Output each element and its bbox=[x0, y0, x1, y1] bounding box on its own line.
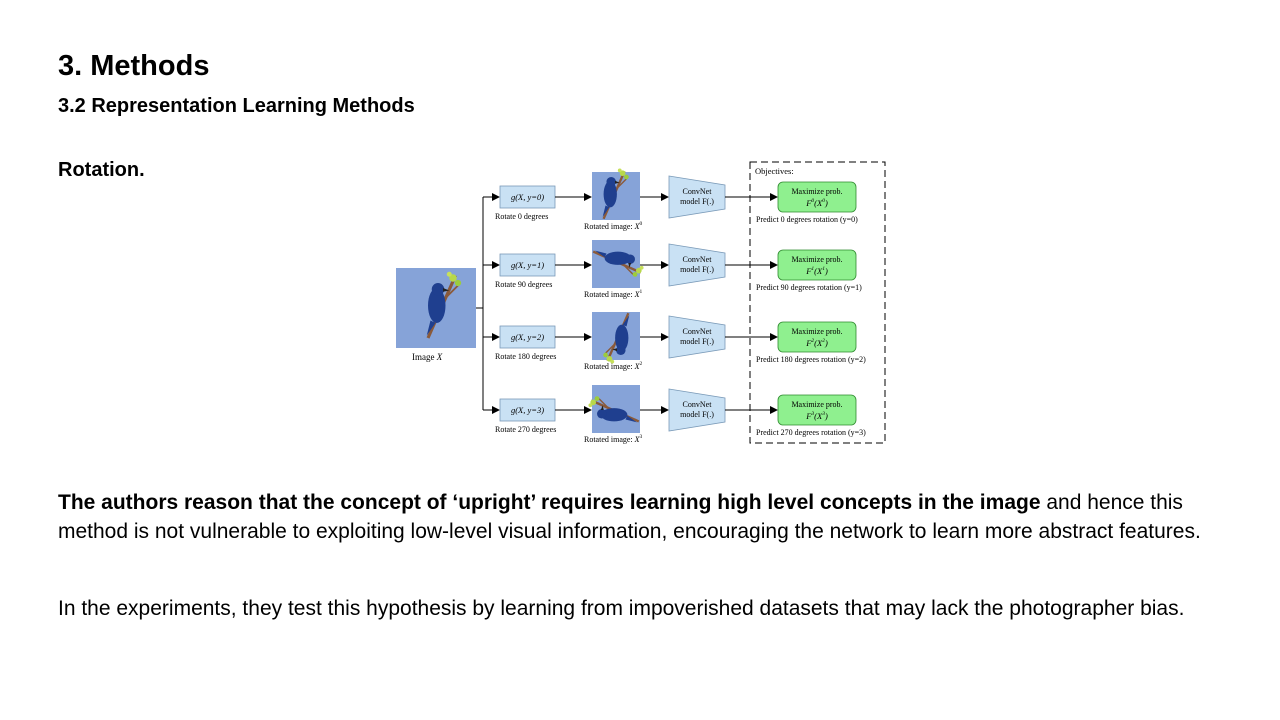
paragraph-1-rest: and hence this method is not vulnerable … bbox=[58, 491, 1201, 543]
convnet-model bbox=[668, 175, 726, 219]
transform-label: g(X, y=1) bbox=[511, 260, 544, 270]
paragraph-1-bold: The authors reason that the concept of ‘… bbox=[58, 491, 1041, 514]
objective-box bbox=[777, 181, 857, 213]
convnet-sublabel: model F(.) bbox=[680, 265, 714, 274]
probability-label: F0(X0) bbox=[805, 198, 828, 208]
rotated-image-label: Rotated image: X3 bbox=[584, 434, 643, 444]
maximize-label: Maximize prob. bbox=[791, 400, 842, 409]
convnet-sublabel: model F(.) bbox=[680, 197, 714, 206]
convnet-label: ConvNet bbox=[683, 255, 713, 264]
input-image-label: Image X bbox=[412, 352, 443, 362]
transform-label: g(X, y=3) bbox=[511, 405, 544, 415]
maximize-label: Maximize prob. bbox=[791, 255, 842, 264]
predict-label: Predict 270 degrees rotation (y=3) bbox=[756, 428, 866, 437]
rotate-label: Rotate 180 degrees bbox=[495, 352, 556, 361]
probability-label: F3(X3) bbox=[805, 411, 828, 421]
convnet-model bbox=[668, 388, 726, 432]
objective-box bbox=[777, 394, 857, 426]
convnet-sublabel: model F(.) bbox=[680, 337, 714, 346]
input-image bbox=[396, 268, 476, 348]
convnet-label: ConvNet bbox=[683, 400, 713, 409]
paragraph-1: The authors reason that the concept of ‘… bbox=[58, 489, 1228, 546]
rotate-label: Rotate 270 degrees bbox=[495, 425, 556, 434]
predict-label: Predict 90 degrees rotation (y=1) bbox=[756, 283, 862, 292]
maximize-label: Maximize prob. bbox=[791, 327, 842, 336]
objectives-box bbox=[749, 161, 886, 444]
predict-label: Predict 180 degrees rotation (y=2) bbox=[756, 355, 866, 364]
transform-label: g(X, y=0) bbox=[511, 192, 544, 202]
rotate-label: Rotate 0 degrees bbox=[495, 212, 548, 221]
convnet-sublabel: model F(.) bbox=[680, 410, 714, 419]
transform-label: g(X, y=2) bbox=[511, 332, 544, 342]
objectives-label: Objectives: bbox=[755, 166, 794, 176]
convnet-model bbox=[668, 315, 726, 359]
rotation-diagram: Image X Objectives: g(X, y=0) Rotate 0 de… bbox=[396, 161, 886, 444]
probability-label: F2(X2) bbox=[805, 338, 828, 348]
convnet-model bbox=[668, 243, 726, 287]
paragraph-2: In the experiments, they test this hypot… bbox=[58, 597, 1185, 620]
rotated-image-label: Rotated image: X1 bbox=[584, 289, 643, 299]
convnet-label: ConvNet bbox=[683, 327, 713, 336]
rotate-label: Rotate 90 degrees bbox=[495, 280, 552, 289]
slide-subtitle: 3.2 Representation Learning Methods bbox=[58, 95, 415, 117]
section-label: Rotation. bbox=[58, 159, 145, 181]
maximize-label: Maximize prob. bbox=[791, 187, 842, 196]
objective-box bbox=[777, 249, 857, 281]
predict-label: Predict 0 degrees rotation (y=0) bbox=[756, 215, 858, 224]
objective-box bbox=[777, 321, 857, 353]
convnet-label: ConvNet bbox=[683, 187, 713, 196]
rotated-image-label: Rotated image: X2 bbox=[584, 361, 643, 371]
rotated-image-label: Rotated image: X0 bbox=[584, 221, 643, 231]
probability-label: F1(X1) bbox=[805, 266, 828, 276]
slide-title: 3. Methods bbox=[58, 50, 210, 82]
